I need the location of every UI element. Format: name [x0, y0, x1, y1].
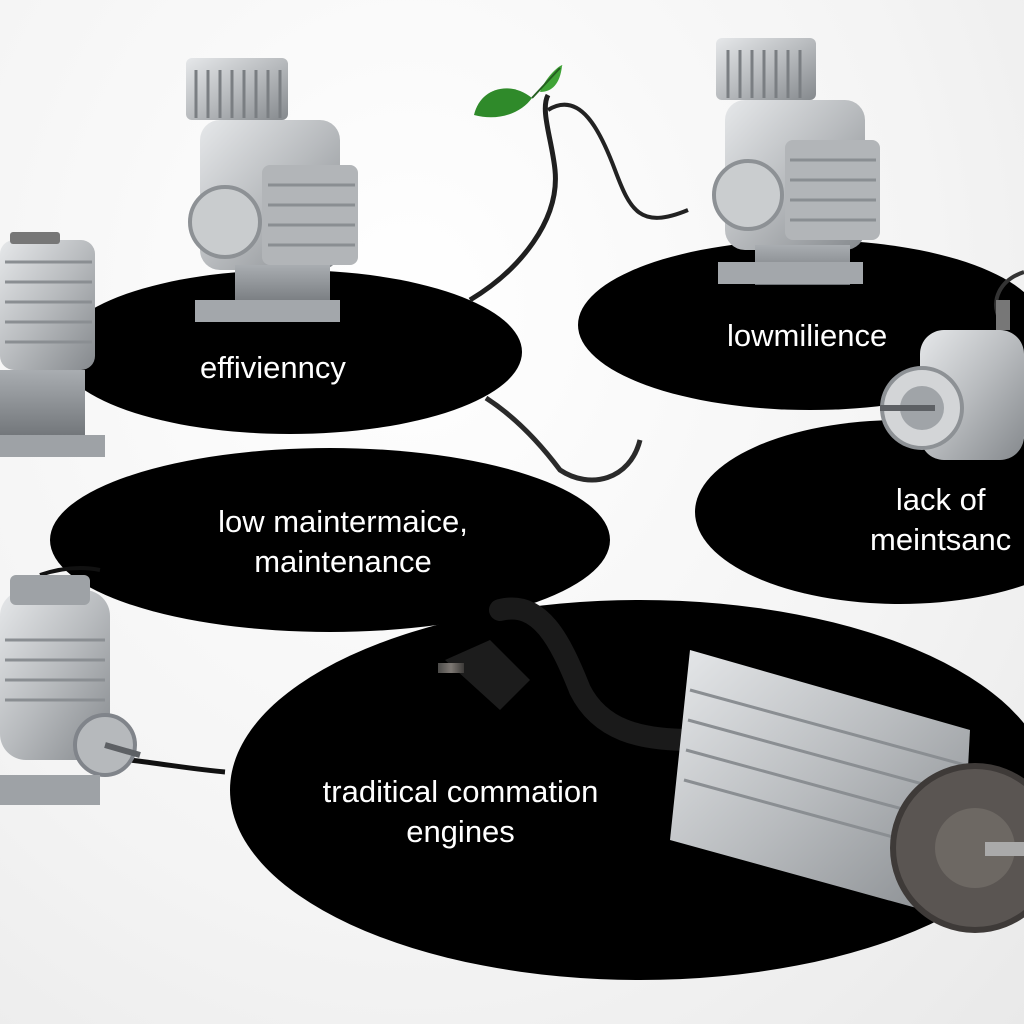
- leaf-icon: [474, 65, 563, 118]
- label-efficiency-text: effivienncy: [200, 350, 346, 385]
- label-trad-line1: traditical commation: [322, 774, 599, 809]
- label-lack-line1: lack of: [895, 482, 986, 517]
- electric-motor-icon: [0, 232, 105, 457]
- electric-motor-icon: [880, 300, 1024, 460]
- label-lack-of-maintenance: lack of meintsanc: [870, 480, 1011, 560]
- label-lowmilience: lowmilience: [727, 316, 887, 356]
- cable-icon: [39, 566, 101, 577]
- label-efficiency: effivienncy: [200, 348, 346, 388]
- electric-motor-icon: [186, 58, 358, 322]
- cable-icon: [468, 93, 558, 303]
- label-maint-line2: maintenance: [254, 544, 432, 579]
- ellipse-low-maintenance: [50, 448, 610, 632]
- ellipse-lack-of-maintenance: [695, 420, 1024, 604]
- label-lowmilience-text: lowmilience: [727, 318, 888, 353]
- cable-icon: [546, 102, 689, 220]
- electric-motor-icon: [712, 38, 880, 285]
- cable-icon: [129, 757, 226, 775]
- ellipse-efficiency: [58, 270, 522, 434]
- power-plug-icon: [445, 640, 530, 710]
- label-traditional-engines: traditical commation engines: [303, 772, 618, 852]
- label-lack-line2: meintsanc: [870, 522, 1012, 557]
- label-low-maintenance: low maintermaice, maintenance: [198, 502, 488, 582]
- cable-icon: [484, 395, 643, 483]
- label-maint-line1: low maintermaice,: [218, 504, 468, 539]
- electric-motor-icon: [0, 575, 141, 805]
- label-trad-line2: engines: [406, 814, 515, 849]
- electric-motor-icon: [438, 597, 1024, 933]
